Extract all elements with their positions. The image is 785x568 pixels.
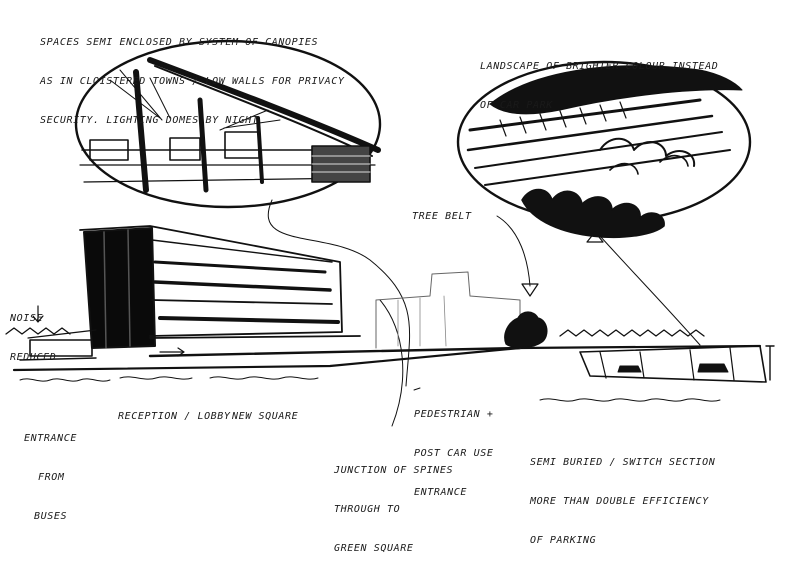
junction-leader xyxy=(379,299,404,427)
tower-block xyxy=(83,227,156,349)
reception-label: RECEPTION / LOBBY xyxy=(118,411,231,422)
tree-belt-leader xyxy=(496,215,531,287)
pedestrian-line-1: PEDESTRIAN + xyxy=(414,409,494,420)
section-sketch xyxy=(5,39,775,427)
pedestrian-entrance-label: PEDESTRIAN + POST CAR USE ENTRANCE xyxy=(414,382,493,512)
canopy-note-line-1: SPACES SEMI ENCLOSED BY SYSTEM OF CANOPI… xyxy=(40,37,319,48)
semi-buried-line-3: OF PARKING xyxy=(530,535,597,546)
pedestrian-line-3: ENTRANCE xyxy=(414,487,467,498)
junction-label: JUNCTION OF SPINES THROUGH TO GREEN SQUA… xyxy=(334,438,453,568)
semi-buried-line-1: SEMI BURIED / SWITCH SECTION xyxy=(530,457,716,468)
canopy-connector xyxy=(267,199,411,387)
canopy-note-line-2: AS IN CLOISTERED TOWNS / LOW WALLS FOR P… xyxy=(40,76,345,87)
noise-line-1: NOISE xyxy=(10,313,44,324)
pedestrian-line-2: POST CAR USE xyxy=(414,448,494,459)
tree-silhouette xyxy=(504,311,548,349)
landscape-note: LANDSCAPE OF BRIGHTER COLOUR INSTEAD OF … xyxy=(480,34,718,125)
landscape-vignette xyxy=(456,60,752,238)
tree-belt-label: TREE BELT xyxy=(412,211,472,222)
junction-line-1: JUNCTION OF SPINES xyxy=(334,465,454,476)
tree-belt-arrow xyxy=(521,283,539,297)
entrance-line-3: BUSES xyxy=(34,511,68,522)
semi-buried-label: SEMI BURIED / SWITCH SECTION MORE THAN D… xyxy=(530,430,715,560)
entrance-line-2: FROM xyxy=(38,472,65,483)
junction-line-3: GREEN SQUARE xyxy=(334,543,414,554)
canopy-vignette xyxy=(74,39,382,209)
landscape-note-line-2: OF CAR PARK xyxy=(480,100,553,111)
new-square-label: NEW SQUARE xyxy=(232,411,299,422)
landscape-arrow xyxy=(586,231,604,243)
plaza-ground-line xyxy=(12,344,762,372)
entrance-line-1: ENTRANCE xyxy=(24,433,77,444)
junction-line-2: THROUGH TO xyxy=(334,504,401,515)
noise-line-2: REDUCED xyxy=(10,352,57,363)
semi-buried-line-2: MORE THAN DOUBLE EFFICIENCY xyxy=(530,496,709,507)
noise-reduced-label: NOISE REDUCED xyxy=(10,286,56,377)
canopy-note: SPACES SEMI ENCLOSED BY SYSTEM OF CANOPI… xyxy=(40,10,345,140)
entrance-buses-label: ENTRANCE FROM BUSES xyxy=(24,406,77,536)
landscape-leader xyxy=(599,235,701,346)
building-section xyxy=(5,225,775,402)
landscape-note-line-1: LANDSCAPE OF BRIGHTER COLOUR INSTEAD xyxy=(480,61,719,72)
canopy-note-line-3: SECURITY. LIGHTING DOMES BY NIGHT xyxy=(40,115,259,126)
